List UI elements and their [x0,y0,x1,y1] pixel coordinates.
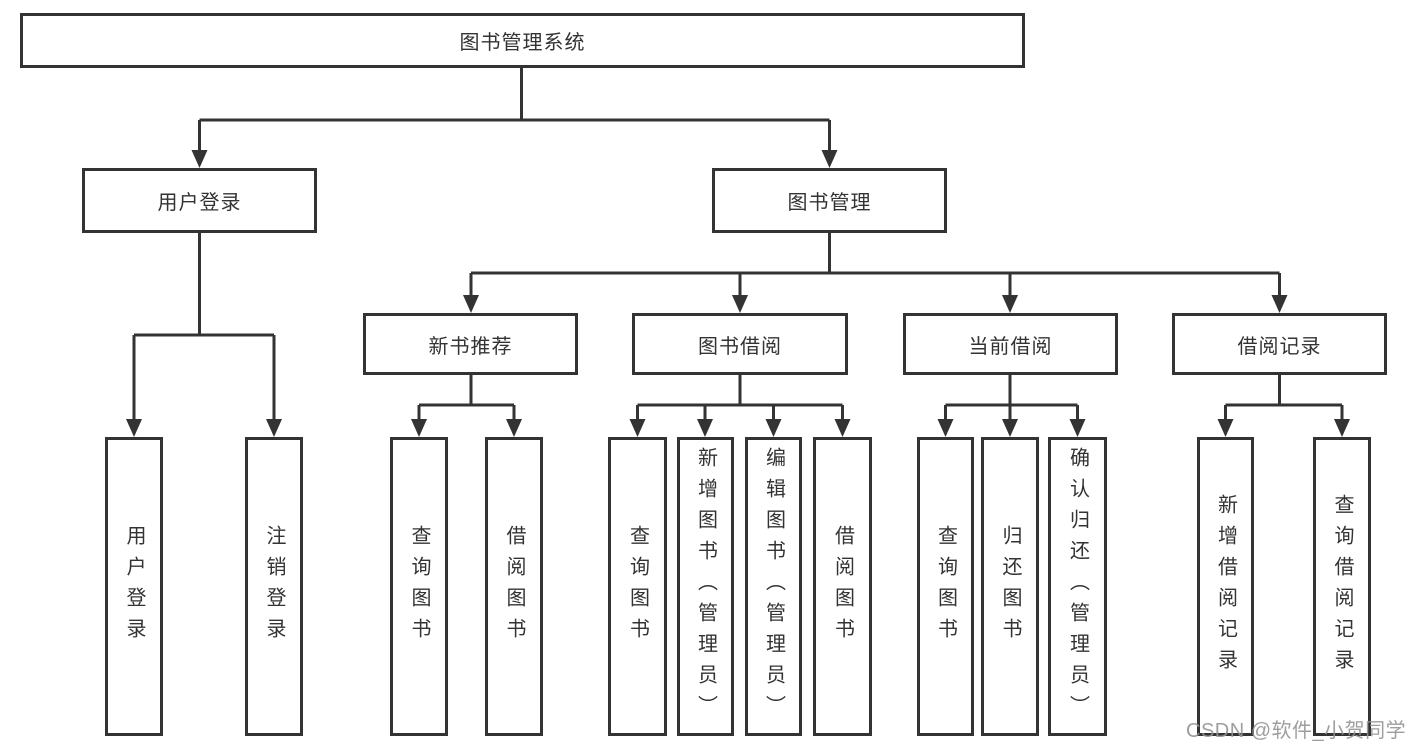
node-book-borrow: 图书借阅 [632,313,848,375]
leaf-label: 确认归还（管理员） [1066,447,1089,726]
leaf-label: 用户登录 [123,524,145,649]
leaf-label: 查询图书 [934,524,957,649]
node-borrow-records: 借阅记录 [1172,313,1387,375]
arrowheads [126,150,1350,437]
node-current-borrow: 当前借阅 [903,313,1118,375]
leaf-confirm-return-admin: 确认归还（管理员） [1048,437,1107,736]
leaf-logout: 注销登录 [245,437,303,736]
leaf-label: 编辑图书（管理员） [762,447,785,726]
leaf-user-login: 用户登录 [105,437,163,736]
leaf-label: 注销登录 [263,524,285,649]
leaf-borrow-books-2: 借阅图书 [813,437,872,736]
node-user-login: 用户登录 [82,168,317,233]
leaf-query-books-2: 查询图书 [608,437,667,736]
leaf-return-books: 归还图书 [981,437,1039,736]
leaf-edit-books-admin: 编辑图书（管理员） [745,437,802,736]
leaf-label: 借阅图书 [831,524,854,649]
leaf-label: 查询借阅记录 [1331,493,1353,680]
leaf-query-books-3: 查询图书 [917,437,974,736]
leaf-borrow-books-1: 借阅图书 [485,437,543,736]
node-book-management: 图书管理 [712,168,947,233]
leaf-add-borrow-record: 新增借阅记录 [1197,437,1254,736]
leaf-label: 借阅图书 [503,524,525,649]
node-library-management-system: 图书管理系统 [20,13,1025,68]
leaf-add-books-admin: 新增图书（管理员） [677,437,734,736]
node-new-book-recommend: 新书推荐 [363,313,578,375]
leaf-label: 新增借阅记录 [1214,493,1237,680]
leaf-label: 新增图书（管理员） [694,447,717,726]
leaf-label: 查询图书 [626,524,649,649]
watermark: CSDN @软件_小贺同学 [1186,720,1405,742]
leaf-query-borrow-record: 查询借阅记录 [1313,437,1371,736]
leaf-label: 查询图书 [408,524,430,649]
leaf-label: 归还图书 [999,524,1021,649]
leaf-query-books-1: 查询图书 [390,437,448,736]
